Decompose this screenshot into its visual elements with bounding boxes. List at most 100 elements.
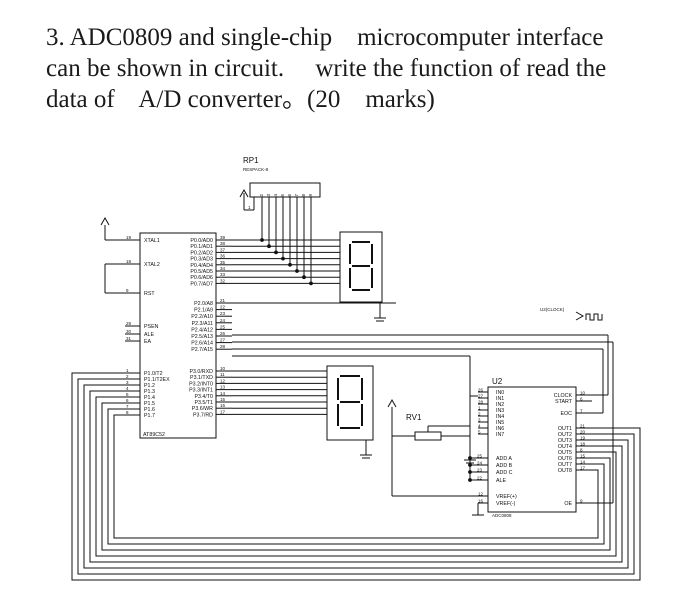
clock-arrow-icon bbox=[575, 311, 585, 321]
seven-seg-display-top bbox=[232, 231, 386, 322]
mcu-pin-num: 21 bbox=[220, 298, 226, 303]
rv1-power-arrow-icon bbox=[387, 398, 397, 408]
adc-pin-num: 5 bbox=[478, 430, 481, 435]
mcu-pin-num: 5 bbox=[126, 392, 129, 397]
mcu-pin-label: P0.6/AD6 bbox=[190, 275, 213, 281]
mcu-pin-label: P0.0/AD0 bbox=[190, 238, 213, 244]
mcu-pin-label: PSEN bbox=[144, 324, 159, 330]
adc-pin-label: IN4 bbox=[496, 414, 504, 420]
mcu-pin-label: P1.3 bbox=[144, 389, 155, 395]
mcu-pin-label: RST bbox=[144, 291, 155, 297]
rp1-part: RESPACK-8 bbox=[243, 167, 269, 172]
rp1-name: RP1 bbox=[243, 156, 259, 165]
question-line-2: can be shown in circuit. write the funct… bbox=[46, 55, 607, 82]
mcu-pin-num: 2 bbox=[126, 374, 129, 379]
mcu-pin-num: 28 bbox=[220, 344, 226, 349]
rp1-pin-num: 3 bbox=[266, 194, 271, 197]
adc-pin-label: IN0 bbox=[496, 390, 504, 396]
mcu-pin-num: 16 bbox=[220, 403, 226, 408]
mcu-pin-label: P2.0/A8 bbox=[194, 301, 213, 307]
adc-pin-num: 16 bbox=[478, 499, 484, 504]
mcu-pin-label: P2.1/A9 bbox=[194, 308, 213, 314]
rp1-pin-num: 4 bbox=[273, 194, 278, 197]
adc-pin-label: EOC bbox=[561, 411, 573, 417]
adc-pin-label: IN1 bbox=[496, 396, 504, 402]
rp1-pin-num: 9 bbox=[308, 194, 313, 197]
mcu-pin-label: P3.0/RXD bbox=[189, 369, 213, 375]
adc-pin-num: 15 bbox=[580, 454, 586, 459]
mcu-pin-num: 36 bbox=[220, 254, 226, 259]
adc-pin-label: OUT4 bbox=[558, 444, 572, 450]
adc-pin-num: 28 bbox=[478, 400, 484, 405]
mcu-pin-label: P0.2/AD2 bbox=[190, 250, 213, 256]
mcu-pin-num: 11 bbox=[220, 372, 225, 377]
mcu-pin-num: 15 bbox=[220, 397, 226, 402]
adc-pin-num: 18 bbox=[580, 442, 586, 447]
mcu-pin-label: P3.1/TXD bbox=[190, 375, 213, 381]
mcu-pin-label: P3.7/RD bbox=[193, 412, 213, 418]
mcu-pin-num: 4 bbox=[126, 386, 129, 391]
question-text: 3. ADC0809 and single-chip microcomputer… bbox=[46, 22, 666, 115]
adc-pin-num: 6 bbox=[580, 397, 583, 402]
mcu-pin-label: P2.7/A15 bbox=[191, 347, 213, 353]
adc-pin-num: 1 bbox=[478, 406, 481, 411]
adc-pin-label: VREF(+) bbox=[496, 494, 517, 500]
mcu-pin-label: P2.6/A14 bbox=[191, 341, 213, 347]
rv1-potentiometer: RV1 bbox=[387, 395, 478, 497]
mcu-pin-label: P1.6 bbox=[144, 407, 155, 413]
mcu-pin-num: 33 bbox=[220, 272, 226, 277]
adc-pin-label: OUT7 bbox=[558, 462, 572, 468]
mcu-pin-label: XTAL2 bbox=[144, 262, 160, 268]
mcu-pin-num: 31 bbox=[126, 336, 132, 341]
mcu-pin-num: 23 bbox=[220, 311, 226, 316]
mcu-pin-num: 9 bbox=[126, 288, 129, 293]
seven-seg-display-bottom bbox=[232, 365, 374, 459]
adc-pin-num: 12 bbox=[478, 492, 484, 497]
mcu-pin-label: P0.7/AD7 bbox=[190, 281, 213, 287]
mcu-pin-label: P3.3/INT1 bbox=[189, 388, 213, 394]
adc-out-to-p1-wiring bbox=[71, 372, 641, 581]
mcu-pin-label: P0.4/AD4 bbox=[190, 263, 213, 269]
adc-name: U2 bbox=[492, 377, 503, 386]
adc-pin-num: 7 bbox=[580, 409, 583, 414]
p0-bus-lines bbox=[261, 197, 312, 283]
adc-pin-label: IN7 bbox=[496, 432, 504, 438]
mcu-pin-num: 34 bbox=[220, 266, 226, 271]
adc-pin-num: 22 bbox=[477, 476, 483, 481]
mcu-pin-num: 17 bbox=[220, 409, 226, 414]
clock-source: U2(CLOCK) bbox=[540, 307, 603, 321]
mcu-pin-label: P2.2/A10 bbox=[191, 314, 213, 320]
mcu-pin-label: P2.5/A13 bbox=[191, 334, 213, 340]
adc-pin-num: 17 bbox=[580, 466, 586, 471]
adc-pin-num: 27 bbox=[478, 394, 484, 399]
rp1-pin1-num: 1 bbox=[248, 205, 251, 210]
adc-pin-label: IN3 bbox=[496, 408, 504, 414]
mcu-pin-label: P1.7 bbox=[144, 413, 155, 419]
adc-pin-num: 21 bbox=[580, 424, 586, 429]
square-wave-icon bbox=[585, 313, 603, 321]
mcu-pin-num: 35 bbox=[220, 260, 226, 265]
mcu-pin-num: 37 bbox=[220, 247, 226, 252]
mcu-pin-label: P1.4 bbox=[144, 395, 155, 401]
rv1-name: RV1 bbox=[406, 413, 422, 422]
rp1-body bbox=[249, 182, 321, 198]
mcu-pin-num: 22 bbox=[220, 305, 226, 310]
mcu-pin-num: 6 bbox=[126, 398, 129, 403]
mcu-pin-label: EA bbox=[144, 339, 152, 345]
rp1-pin-num: 2 bbox=[259, 194, 264, 197]
p3-to-adc-wiring bbox=[232, 334, 614, 504]
adc-pin-num: 20 bbox=[580, 430, 586, 435]
adc-pin-num: 25 bbox=[477, 454, 483, 459]
adc-pin-label: OUT3 bbox=[558, 438, 572, 444]
mcu-pin-num: 3 bbox=[126, 380, 129, 385]
mcu-pin-label: P3.5/T1 bbox=[194, 400, 213, 406]
mcu-pin-label: P0.3/AD3 bbox=[190, 257, 213, 263]
adc-pin-num: 19 bbox=[580, 436, 586, 441]
adc-pin-label: IN2 bbox=[496, 402, 504, 408]
display-top-body bbox=[339, 231, 383, 303]
mcu-pin-num: 13 bbox=[220, 385, 226, 390]
adc-pin-label: OUT6 bbox=[558, 456, 572, 462]
